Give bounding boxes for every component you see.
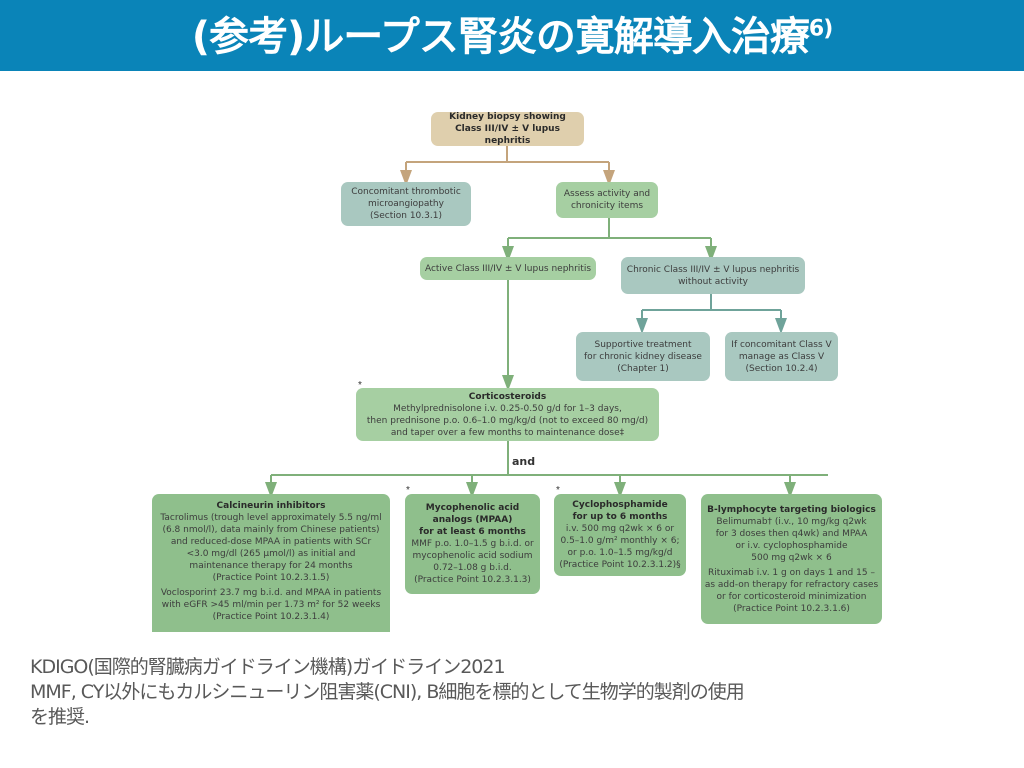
node-text: 500 mg q2wk × 6 bbox=[751, 552, 832, 563]
node-corticosteroids: Corticosteroids Methylprednisolone i.v. … bbox=[356, 388, 659, 441]
node-text: (Section 10.3.1) bbox=[370, 211, 442, 221]
node-text: Methylprednisolone i.v. 0.25-0.50 g/d fo… bbox=[393, 403, 622, 414]
node-text: maintenance therapy for 24 months bbox=[189, 561, 353, 571]
node-text: for 3 doses then q4wk) and MPAA bbox=[715, 528, 868, 539]
node-text: (6.8 nmol/l), data mainly from Chinese p… bbox=[162, 525, 380, 535]
node-text: microangiopathy bbox=[368, 199, 444, 209]
page-title: (参考)ループス腎炎の寛解導入治療6) bbox=[0, 4, 1024, 62]
node-text: Assess activity and bbox=[563, 189, 651, 199]
node-title: for up to 6 months bbox=[572, 512, 668, 522]
node-title: Calcineurin inhibitors bbox=[216, 501, 326, 511]
node-text: chronicity items bbox=[570, 201, 644, 211]
node-text: (Chapter 1) bbox=[617, 363, 669, 374]
node-title: B-lymphocyte targeting biologics bbox=[707, 504, 876, 515]
reference-superscript: 6) bbox=[808, 16, 833, 42]
node-text: Tacrolimus (trough level approximately 5… bbox=[160, 513, 382, 523]
footnote-star: * bbox=[556, 485, 560, 496]
node-title: Mycophenolic acid bbox=[425, 503, 520, 513]
node-text: or i.v. cyclophosphamide bbox=[735, 540, 848, 551]
node-title: Cyclophosphamide bbox=[572, 500, 668, 510]
and-label: and bbox=[512, 455, 536, 468]
title-banner: (参考)ループス腎炎の寛解導入治療6) bbox=[0, 0, 1024, 71]
node-text: manage as Class V bbox=[738, 351, 825, 362]
node-concomitant-class-v: If concomitant Class V manage as Class V… bbox=[725, 332, 838, 381]
footnote-star: * bbox=[406, 485, 410, 496]
node-text: (Practice Point 10.2.3.1.3) bbox=[414, 575, 531, 585]
node-text: (Practice Point 10.2.3.1.5) bbox=[212, 573, 330, 583]
node-text: for chronic kidney disease bbox=[584, 351, 702, 362]
node-text: (Practice Point 10.2.3.1.6) bbox=[733, 603, 850, 614]
node-text: then prednisone p.o. 0.6–1.0 mg/kg/d (no… bbox=[366, 415, 649, 426]
node-b-lymphocyte-biologics: B-lymphocyte targeting biologics Belimum… bbox=[701, 494, 882, 624]
node-text: Active Class III/IV ± V lupus nephritis bbox=[424, 263, 592, 274]
node-text: or p.o. 1.0–1.5 mg/kg/d bbox=[567, 548, 673, 558]
node-text: <3.0 mg/dl (265 μmol/l) as initial and bbox=[186, 549, 356, 559]
node-text: Chronic Class III/IV ± V lupus nephritis bbox=[626, 264, 800, 275]
node-text: Concomitant thrombotic bbox=[351, 187, 461, 197]
node-text: (Practice Point 10.2.3.1.2)§ bbox=[559, 560, 681, 570]
node-text: with eGFR >45 ml/min per 1.73 m² for 52 … bbox=[161, 600, 381, 610]
node-text: or for corticosteroid minimization bbox=[716, 591, 867, 602]
node-text: and reduced-dose MPAA in patients with S… bbox=[170, 537, 372, 547]
node-assess-activity: Assess activity and chronicity items bbox=[556, 182, 658, 218]
node-text: (Section 10.2.4) bbox=[745, 363, 818, 374]
page-title-text: (参考)ループス腎炎の寛解導入治療 bbox=[191, 14, 810, 60]
node-title: analogs (MPAA) bbox=[432, 515, 513, 525]
node-text: and taper over a few months to maintenan… bbox=[390, 427, 625, 438]
footnote-star: * bbox=[358, 380, 362, 391]
node-mycophenolic-acid-analogs: Mycophenolic acid analogs (MPAA) for at … bbox=[405, 494, 540, 594]
node-chronic-lupus-nephritis: Chronic Class III/IV ± V lupus nephritis… bbox=[621, 257, 805, 294]
node-text: Class III/IV ± V lupus nephritis bbox=[455, 124, 560, 146]
node-text: 0.72–1.08 g b.i.d. bbox=[433, 563, 512, 573]
node-text: Kidney biopsy showing bbox=[449, 112, 566, 122]
node-text: (Practice Point 10.2.3.1.4) bbox=[212, 612, 330, 622]
node-text: If concomitant Class V bbox=[731, 339, 832, 350]
node-kidney-biopsy: Kidney biopsy showing Class III/IV ± V l… bbox=[431, 112, 584, 146]
node-text: Supportive treatment bbox=[594, 339, 692, 350]
node-thrombotic-microangiopathy: Concomitant thrombotic microangiopathy (… bbox=[341, 182, 471, 226]
node-text: as add-on therapy for refractory cases bbox=[704, 579, 879, 590]
caption-source: KDIGO(国際的腎臓病ガイドライン機構)ガイドライン2021 bbox=[30, 656, 506, 678]
node-cyclophosphamide: Cyclophosphamide for up to 6 months i.v.… bbox=[554, 494, 686, 576]
node-active-lupus-nephritis: Active Class III/IV ± V lupus nephritis bbox=[420, 257, 596, 280]
node-title: Corticosteroids bbox=[468, 391, 547, 402]
node-supportive-treatment: Supportive treatment for chronic kidney … bbox=[576, 332, 710, 381]
node-text: Rituximab i.v. 1 g on days 1 and 15 – bbox=[708, 567, 875, 578]
node-text: Belimumab† (i.v., 10 mg/kg q2wk bbox=[716, 516, 867, 527]
node-text: MMF p.o. 1.0–1.5 g b.i.d. or bbox=[411, 539, 534, 549]
node-text: mycophenolic acid sodium bbox=[412, 551, 533, 561]
node-text: 0.5–1.0 g/m² monthly × 6; bbox=[560, 536, 680, 546]
node-title: for at least 6 months bbox=[419, 527, 526, 537]
caption-summary-continued: を推奨. bbox=[30, 706, 90, 728]
node-text: Voclosporin† 23.7 mg b.i.d. and MPAA in … bbox=[160, 588, 382, 598]
caption: KDIGO(国際的腎臓病ガイドライン機構)ガイドライン2021 MMF, CY以… bbox=[30, 655, 1020, 730]
caption-summary: MMF, CY以外にもカルシニューリン阻害薬(CNI), B細胞を標的として生物… bbox=[30, 681, 745, 703]
node-text: i.v. 500 mg q2wk × 6 or bbox=[565, 524, 675, 534]
node-calcineurin-inhibitors: Calcineurin inhibitors Tacrolimus (troug… bbox=[152, 494, 390, 632]
node-text: without activity bbox=[678, 276, 748, 287]
